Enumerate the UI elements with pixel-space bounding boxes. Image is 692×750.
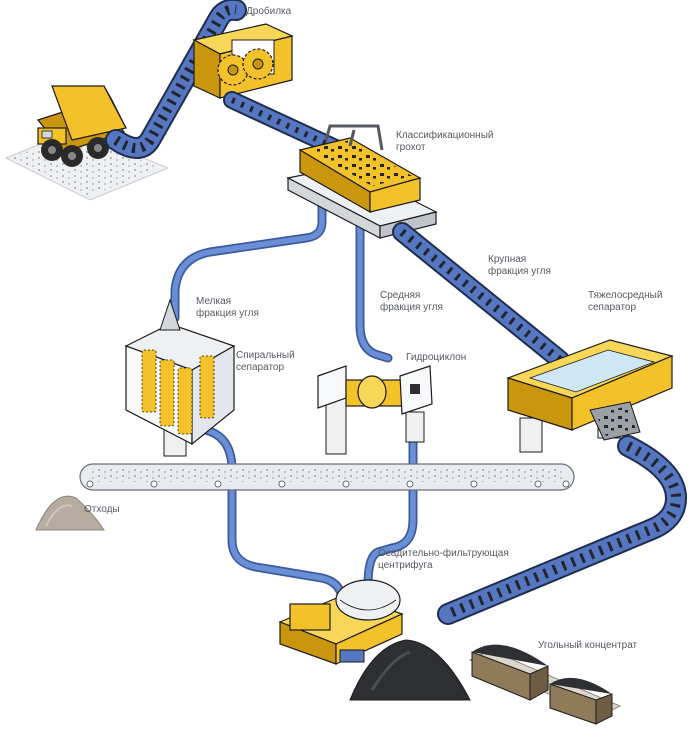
label-fine: Мелкаяфракция угля xyxy=(196,296,259,319)
label-screen: Классификационныйгрохот xyxy=(396,129,493,153)
hydrocyclone xyxy=(318,366,432,454)
label-centrifuge: Осадительно-фильтрующаяцентрифуга xyxy=(378,547,509,571)
tailings-belt xyxy=(80,464,574,490)
screen-feed-conveyor xyxy=(232,100,340,150)
rail-wagons xyxy=(470,645,620,724)
label-spiral: Спиральныйсепаратор xyxy=(236,350,295,373)
label-heavy-separator: Тяжелосредныйсепаратор xyxy=(588,290,662,313)
label-tailings: Отходы xyxy=(84,504,120,515)
label-coarse: Крупнаяфракция угля xyxy=(488,254,551,277)
label-crusher: Дробилка xyxy=(246,5,292,17)
coarse-coal-conveyor xyxy=(402,232,560,360)
label-hydrocyclone: Гидроциклон xyxy=(406,352,466,363)
heavy-medium-separator xyxy=(508,340,672,452)
label-concentrate: Угольный концентрат xyxy=(538,640,638,651)
label-medium: Средняяфракция угля xyxy=(380,290,443,313)
